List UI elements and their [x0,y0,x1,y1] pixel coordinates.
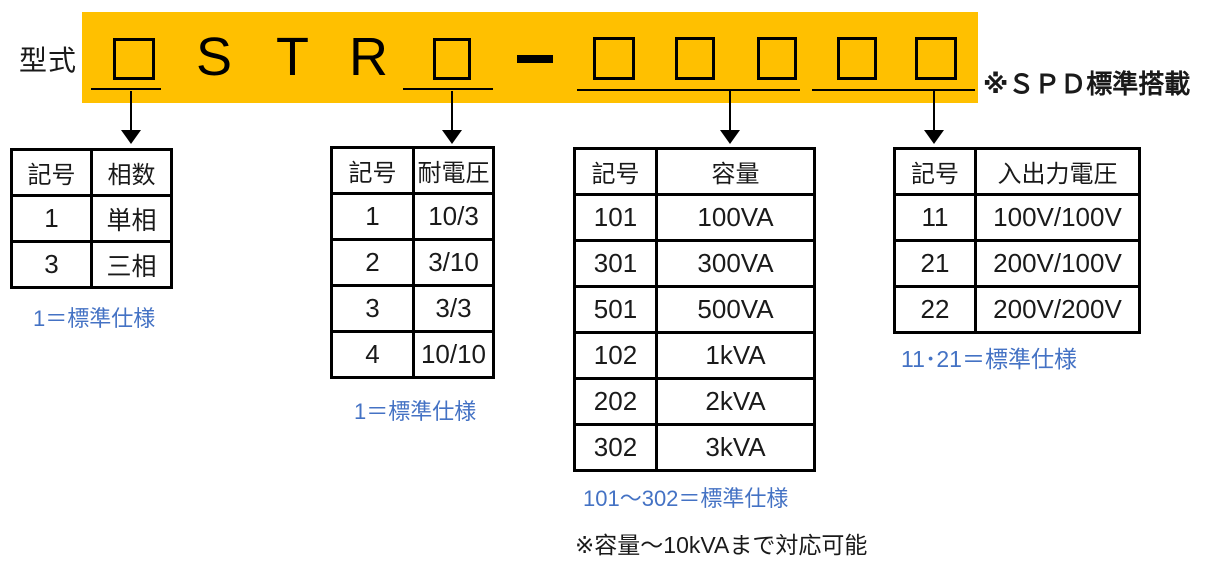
table-row: 11 100V/100V [893,193,1141,242]
symbol-cell: 202 [573,377,658,426]
value-cell: 300VA [655,239,816,288]
arrow-voltage-stem [451,91,453,131]
symbol-cell: 1 [330,192,415,241]
spd-note: ※ＳＰＤ標準搭載 [983,69,1191,99]
model-letter-s: S [196,27,233,87]
value-cell: 3kVA [655,423,816,472]
table-row: 1 10/3 [330,192,495,241]
table-row: 4 10/10 [330,330,495,379]
table-row: 2 3/10 [330,238,495,287]
underline-phase-group [91,88,161,90]
value-cell: 500VA [655,285,816,334]
table-row: 1 単相 [10,194,173,243]
phase-header: 相数 [90,148,173,197]
symbol-cell: 3 [330,284,415,333]
withstand-voltage-table: 記号 耐電圧 1 10/3 2 3/10 3 3/3 4 10/10 [330,146,495,379]
symbol-cell: 301 [573,239,658,288]
model-digit-box-phase [113,38,155,80]
model-letter-t: T [276,27,309,87]
model-digit-box-capacity-2 [675,37,715,80]
model-digit-box-capacity-1 [593,37,635,80]
table-header-row: 記号 入出力電圧 [893,147,1141,196]
model-type-label: 型式 [19,45,78,76]
symbol-cell: 501 [573,285,658,334]
value-cell: 三相 [90,240,173,289]
value-cell: 2kVA [655,377,816,426]
model-letter-r: R [349,27,388,87]
value-cell: 200V/200V [974,285,1141,334]
symbol-cell: 1 [10,194,93,243]
model-digit-box-io-1 [837,37,877,80]
symbol-cell: 22 [893,285,977,334]
symbol-header: 記号 [10,148,93,197]
io-voltage-header: 入出力電圧 [974,147,1141,196]
table-row: 101 100VA [573,193,816,242]
arrow-voltage-head [442,130,462,144]
voltage-header: 耐電圧 [412,146,495,195]
arrow-phase-stem [130,91,132,131]
phase-table: 記号 相数 1 単相 3 三相 [10,148,173,289]
value-cell: 3/10 [412,238,495,287]
model-digit-box-voltage [433,38,471,80]
table-row: 202 2kVA [573,377,816,426]
underline-io-group [812,89,975,91]
symbol-cell: 4 [330,330,415,379]
arrow-capacity-head [720,130,740,144]
value-cell: 3/3 [412,284,495,333]
io-standard-note: 11･21＝標準仕様 [901,346,1077,372]
table-row: 102 1kVA [573,331,816,380]
underline-capacity-group [577,89,800,91]
arrow-io-head [924,130,944,144]
symbol-cell: 21 [893,239,977,288]
symbol-header: 記号 [330,146,415,195]
symbol-cell: 11 [893,193,977,242]
arrow-io-stem [933,91,935,131]
voltage-standard-note: 1＝標準仕様 [354,399,477,424]
value-cell: 単相 [90,194,173,243]
model-digit-box-capacity-3 [757,37,797,80]
value-cell: 200V/100V [974,239,1141,288]
table-row: 501 500VA [573,285,816,334]
value-cell: 10/10 [412,330,495,379]
symbol-cell: 3 [10,240,93,289]
model-digit-box-io-2 [915,37,957,80]
table-row: 302 3kVA [573,423,816,472]
table-header-row: 記号 容量 [573,147,816,196]
table-header-row: 記号 耐電圧 [330,146,495,195]
symbol-cell: 302 [573,423,658,472]
symbol-header: 記号 [573,147,658,196]
table-row: 301 300VA [573,239,816,288]
value-cell: 10/3 [412,192,495,241]
value-cell: 100V/100V [974,193,1141,242]
value-cell: 1kVA [655,331,816,380]
symbol-cell: 102 [573,331,658,380]
symbol-cell: 101 [573,193,658,242]
table-row: 21 200V/100V [893,239,1141,288]
arrow-phase-head [121,130,141,144]
capacity-header: 容量 [655,147,816,196]
capacity-range-note: ※容量～10kVAまで対応可能 [575,532,868,558]
table-row: 3 3/3 [330,284,495,333]
table-row: 22 200V/200V [893,285,1141,334]
capacity-standard-note: 101～302＝標準仕様 [583,486,789,511]
arrow-capacity-stem [729,91,731,131]
model-code-hyphen [517,55,553,63]
io-voltage-table: 記号 入出力電圧 11 100V/100V 21 200V/100V 22 20… [893,147,1141,334]
phase-standard-note: 1＝標準仕様 [33,306,156,331]
table-row: 3 三相 [10,240,173,289]
table-header-row: 記号 相数 [10,148,173,197]
symbol-cell: 2 [330,238,415,287]
underline-voltage-group [403,88,493,90]
symbol-header: 記号 [893,147,977,196]
value-cell: 100VA [655,193,816,242]
capacity-table: 記号 容量 101 100VA 301 300VA 501 500VA 102 … [573,147,816,472]
